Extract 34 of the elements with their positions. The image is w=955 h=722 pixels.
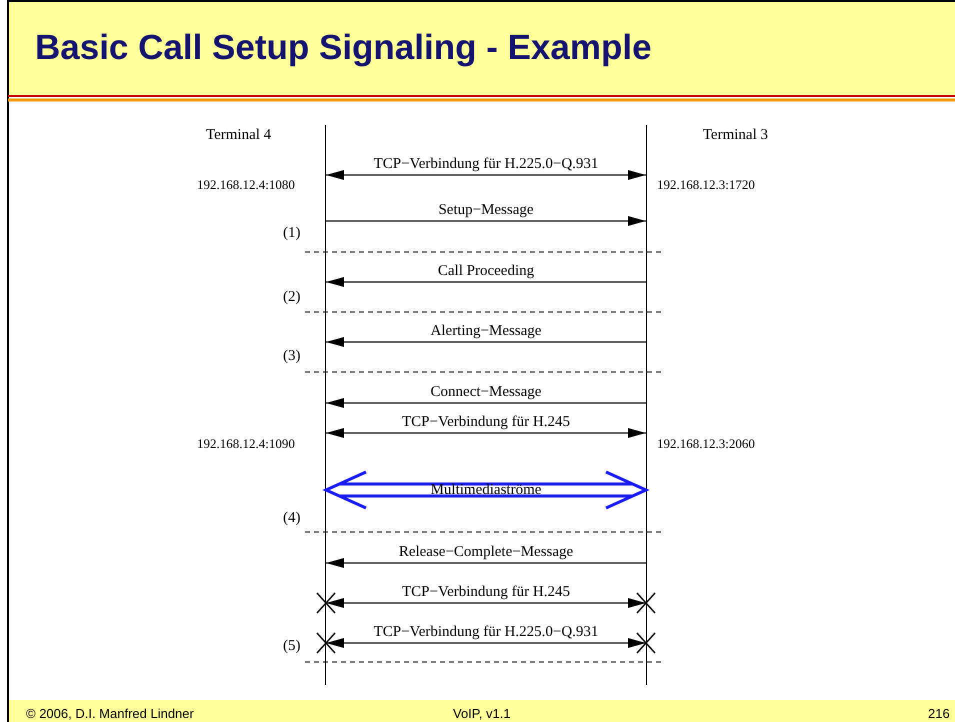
step-number: (1) <box>283 225 300 242</box>
ip-address: 192.168.12.4:1090 <box>197 436 295 452</box>
ip-address: 192.168.12.3:1720 <box>657 177 755 193</box>
step-number: (5) <box>283 638 300 655</box>
edge-label: TCP−Verbindung für H.245 <box>400 584 572 600</box>
edge-label: Multimediaströme <box>430 482 542 498</box>
edge-label: Release−Complete−Message <box>396 544 576 560</box>
message-arrow <box>326 337 646 347</box>
message-arrow <box>326 170 646 180</box>
message-arrow <box>326 216 646 226</box>
message-arrow <box>326 428 646 438</box>
footer-text: © 2006, D.I. Manfred Lindner <box>26 706 194 721</box>
message-arrow <box>326 277 646 287</box>
edge-label: TCP−Verbindung für H.225.0−Q.931 <box>372 624 600 640</box>
step-number: (4) <box>283 510 300 527</box>
page-number: 216 <box>928 706 950 721</box>
message-arrow <box>322 470 650 510</box>
message-arrow <box>326 598 646 608</box>
slide-title: Basic Call Setup Signaling - Example <box>35 28 652 68</box>
step-number: (3) <box>283 348 300 365</box>
message-arrow <box>326 638 646 648</box>
edge-label: Call Proceeding <box>436 263 536 279</box>
message-arrow <box>326 398 646 408</box>
step-number: (2) <box>283 289 300 306</box>
edge-label: Alerting−Message <box>428 323 544 339</box>
edge-label: Connect−Message <box>428 384 544 400</box>
message-arrow <box>326 558 646 568</box>
edge-label: TCP−Verbindung für H.225.0−Q.931 <box>372 156 600 172</box>
participant-name: Terminal 3 <box>702 127 768 144</box>
footer-text: VoIP, v1.1 <box>453 706 511 721</box>
ip-address: 192.168.12.3:2060 <box>657 436 755 452</box>
edge-label: TCP−Verbindung für H.245 <box>400 414 572 430</box>
participant-name: Terminal 4 <box>206 127 272 144</box>
ip-address: 192.168.12.4:1080 <box>197 177 295 193</box>
